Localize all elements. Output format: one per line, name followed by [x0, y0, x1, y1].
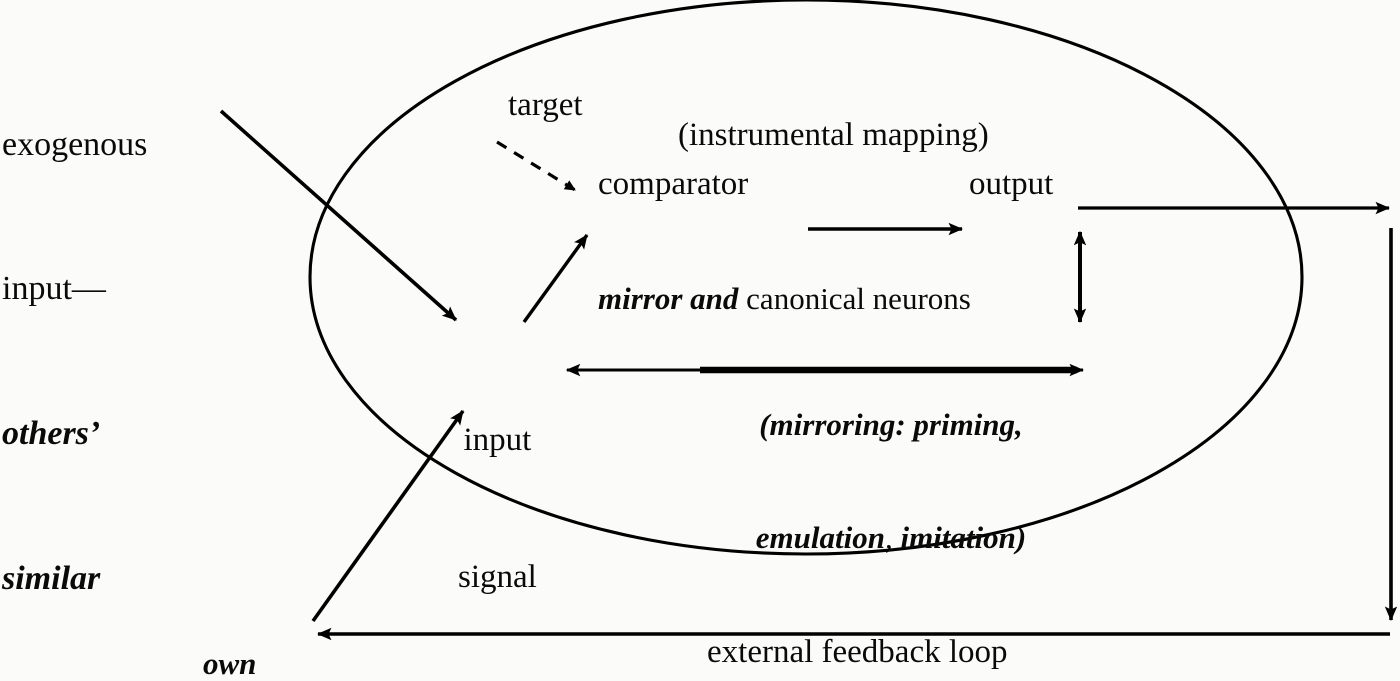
instrumental-mapping-label: (instrumental mapping) — [678, 117, 989, 153]
exogenous-line-3: others’ — [2, 415, 101, 453]
input-to-comparator-arrow — [522, 234, 589, 323]
agent-boundary-ellipse — [308, 0, 1304, 556]
input-signal-line-2: signal — [458, 558, 537, 595]
neurons-italic-part: mirror and — [598, 281, 739, 316]
exogenous-line-4: similar — [2, 559, 101, 597]
output-label: output — [969, 166, 1054, 202]
mirroring-imitation: imitation) — [900, 520, 1027, 556]
input-signal-label: input signal — [458, 327, 537, 681]
comparator-label: comparator — [598, 166, 749, 202]
mirroring-line-2: emulation, imitation) — [716, 519, 1066, 557]
mirroring-parenthetical-label: (mirroring: priming, emulation, imitatio… — [716, 330, 1066, 633]
target-label: target — [508, 87, 583, 123]
own-acts-line-1: own — [203, 645, 257, 681]
target-to-comparator-dashed-arrow — [496, 140, 576, 192]
mirror-canonical-neurons-label: mirror and canonical neurons — [598, 282, 971, 315]
own-acts-to-input-arrow — [311, 409, 465, 623]
input-signal-line-1: input — [463, 422, 532, 459]
exogenous-line-1: exogenous — [2, 125, 148, 163]
own-acts-label: own acts — [203, 557, 256, 681]
neurons-regular-part: canonical neurons — [738, 281, 971, 316]
mirroring-emulation: emulation — [755, 520, 885, 556]
mirroring-comma: , — [884, 520, 901, 556]
exogenous-input-label: exogenous input— others’ similar acts or… — [2, 24, 147, 681]
exogenous-input-arrow — [219, 109, 458, 322]
exogenous-line-2: input— — [2, 270, 106, 308]
mirroring-line-1: (mirroring: priming, — [759, 406, 1023, 442]
external-feedback-loop-label: external feedback loop — [707, 634, 1008, 670]
